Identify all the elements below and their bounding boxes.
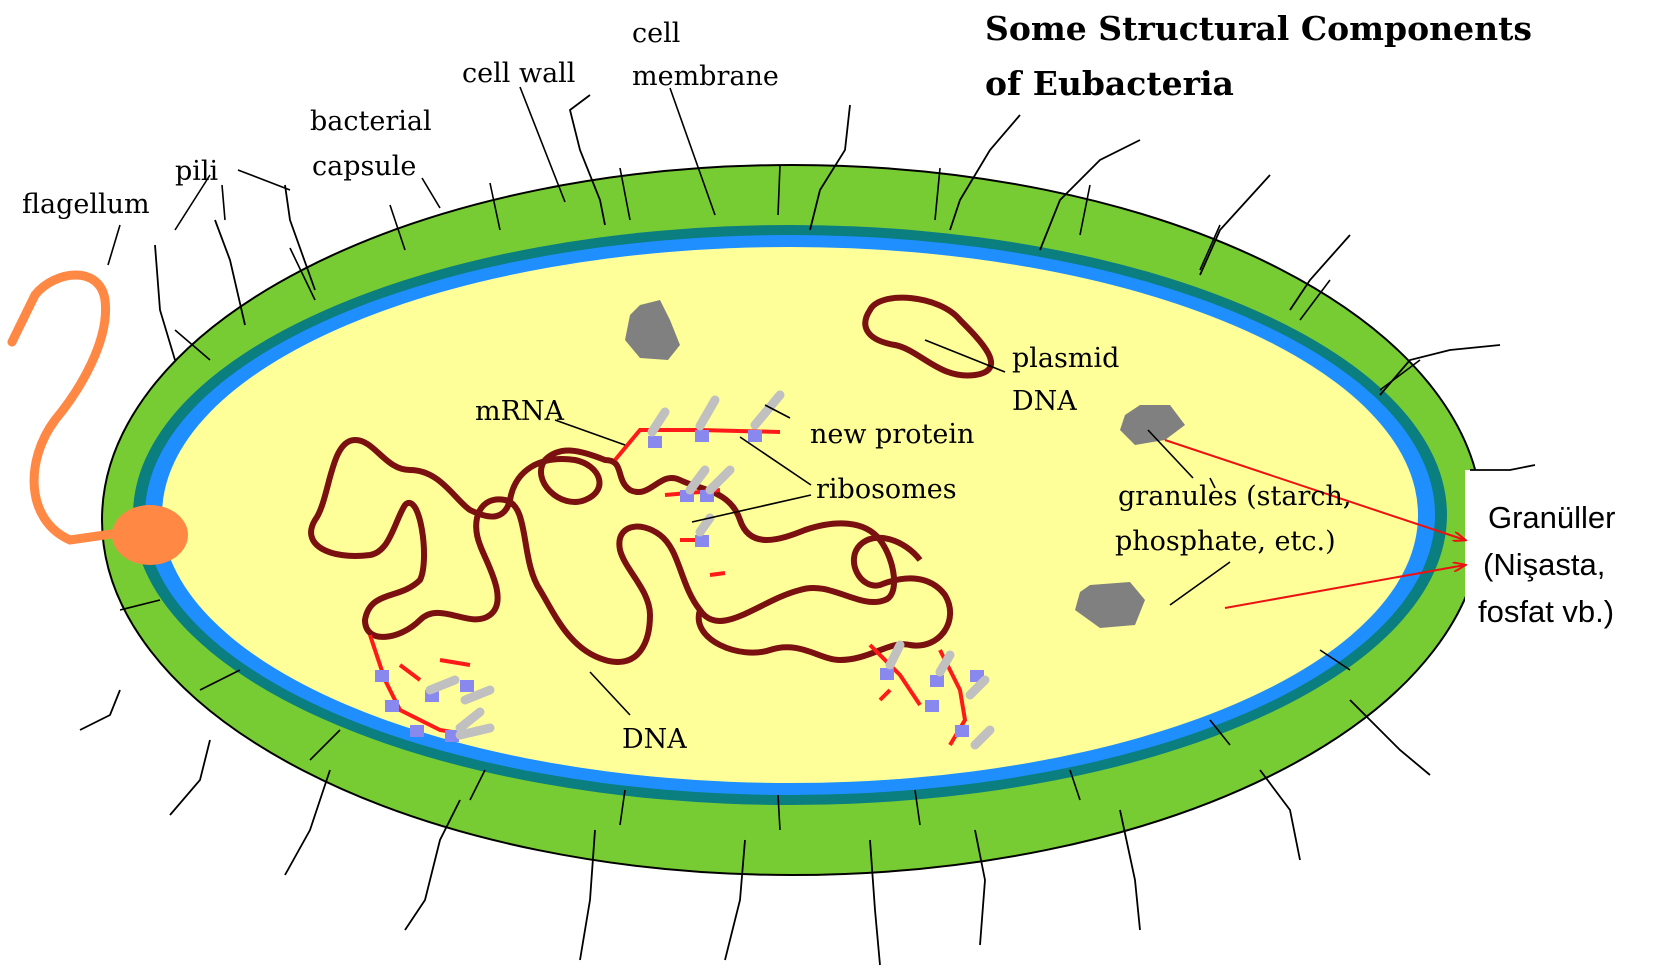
label-pili: pili <box>175 156 219 187</box>
label-bacterial-capsule-line1: bacterial <box>310 106 432 137</box>
ribosome <box>880 668 894 680</box>
label-granules-line1: granules (starch, <box>1118 481 1351 512</box>
ribosome <box>385 700 399 712</box>
ribosome <box>695 535 709 547</box>
ribosome <box>695 430 709 442</box>
annotation-line2: (Nişasta, <box>1483 547 1605 582</box>
label-cell-wall: cell wall <box>462 58 575 89</box>
diagram-title-line2: of Eubacteria <box>985 64 1234 103</box>
ribosome <box>375 670 389 682</box>
diagram-title-line1: Some Structural Components <box>985 9 1532 48</box>
label-mrna: mRNA <box>475 396 565 427</box>
ribosome <box>955 725 969 737</box>
annotation-line3: fosfat vb.) <box>1478 594 1614 629</box>
label-bacterial-capsule-line2: capsule <box>312 151 416 182</box>
label-ribosomes: ribosomes <box>816 474 957 505</box>
label-dna: DNA <box>622 724 687 755</box>
label-granules-line2: phosphate, etc.) <box>1115 526 1336 557</box>
ribosome <box>748 430 762 442</box>
label-new-protein: new protein <box>810 419 974 450</box>
label-cell-membrane-line1: cell <box>632 18 680 49</box>
ribosome <box>930 675 944 687</box>
annotation-line1: Granüller <box>1488 500 1616 535</box>
ribosome <box>925 700 939 712</box>
ribosome <box>648 436 662 448</box>
label-plasmid-line1: plasmid <box>1012 343 1119 374</box>
ribosome <box>460 680 474 692</box>
label-plasmid-line2: DNA <box>1012 386 1077 417</box>
flagellum-basal-body <box>112 505 188 565</box>
label-cell-membrane-line2: membrane <box>632 61 779 92</box>
label-flagellum: flagellum <box>22 189 150 220</box>
cytoplasm <box>162 247 1418 783</box>
ribosome <box>410 725 424 737</box>
